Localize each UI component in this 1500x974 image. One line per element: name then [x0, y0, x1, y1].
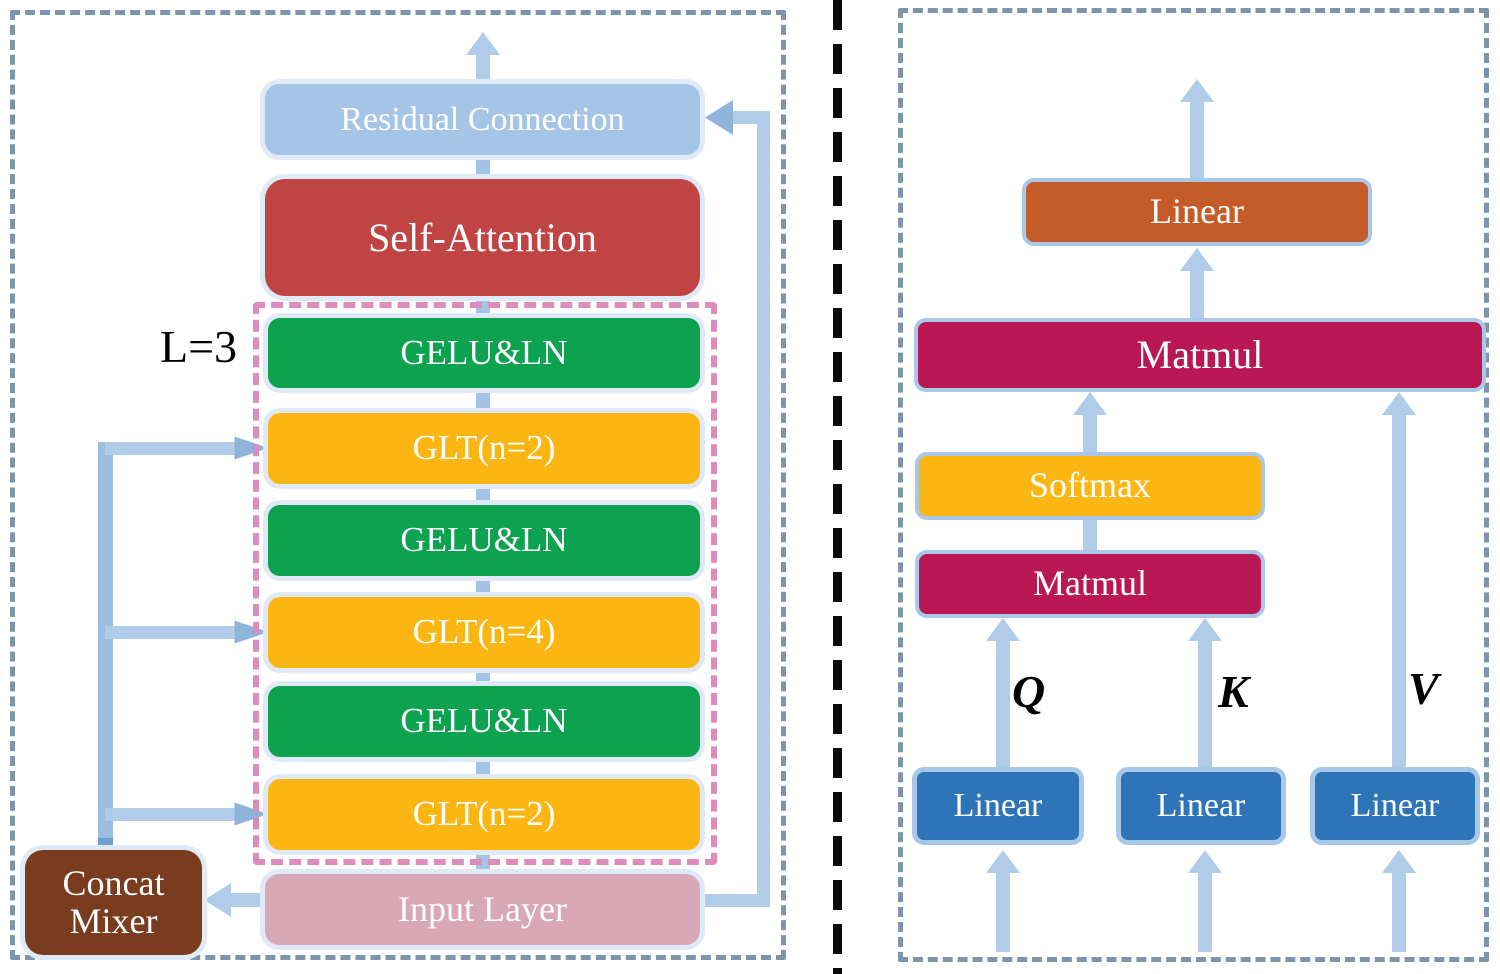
connector-stack-4: [476, 666, 490, 688]
glt-node-2: GLT(n=4): [268, 597, 700, 668]
k-arrow-shaft: [1198, 640, 1212, 768]
gelu-ln-node-1: GELU&LN: [268, 318, 700, 388]
branch-arrow-1-shaft: [105, 442, 243, 455]
glt-node-3: GLT(n=2): [268, 779, 700, 850]
glt-label-3: GLT(n=2): [412, 794, 556, 834]
panel-divider-dashed-line: [833, 0, 842, 974]
connector-residual-attention: [476, 155, 490, 179]
branch-arrow-2-shaft: [105, 626, 243, 639]
connector-stack-1: [476, 386, 490, 415]
softmax-label: Softmax: [1029, 465, 1151, 506]
self-attention-node: Self-Attention: [265, 179, 700, 296]
output-arrow-shaft: [1190, 100, 1204, 180]
glt-node-1: GLT(n=2): [268, 413, 700, 484]
k-label: K: [1218, 666, 1249, 717]
gelu-ln-label-1: GELU&LN: [400, 332, 568, 372]
v-linear-label: Linear: [1350, 787, 1440, 825]
softmax-to-matmul-shaft: [1083, 414, 1097, 454]
k-input-arrow-shaft: [1198, 872, 1212, 952]
residual-path-vertical-line: [757, 111, 770, 907]
residual-path-top-line: [731, 111, 770, 124]
residual-connection-label: Residual Connection: [340, 100, 625, 138]
q-linear-label: Linear: [953, 787, 1043, 825]
top-arrow-shaft-left: [476, 50, 490, 84]
glt-label-2: GLT(n=4): [412, 612, 556, 652]
input-layer-label: Input Layer: [398, 888, 567, 929]
qk-matmul-node: Matmul: [915, 550, 1265, 618]
v-label: V: [1408, 663, 1439, 714]
output-matmul-node: Matmul: [914, 318, 1486, 392]
residual-connection-node: Residual Connection: [265, 84, 700, 155]
connector-stack-2: [476, 482, 490, 507]
qkmatmul-to-softmax-connector: [1083, 516, 1097, 554]
q-arrow-shaft: [996, 640, 1010, 768]
glt-label-1: GLT(n=2): [412, 428, 556, 468]
loop-count-label: L=3: [160, 321, 238, 372]
q-input-arrow-shaft: [996, 872, 1010, 952]
input-layer-node: Input Layer: [265, 874, 700, 945]
gelu-ln-label-2: GELU&LN: [400, 520, 568, 560]
concat-mixer-label-line1: Concat: [62, 862, 165, 903]
self-attention-label: Self-Attention: [368, 214, 597, 260]
v-input-arrow-shaft: [1392, 872, 1406, 952]
gelu-ln-node-2: GELU&LN: [268, 505, 700, 576]
output-linear-node: Linear: [1022, 178, 1372, 246]
residual-path-bottom-line: [700, 894, 770, 907]
connector-stack-3: [476, 574, 490, 599]
loop-group-dashed-box: [253, 302, 717, 865]
input-to-concat-shaft: [228, 893, 268, 907]
connector-stack-5: [476, 755, 490, 781]
matmul-to-linear-shaft: [1190, 270, 1204, 320]
qk-matmul-label: Matmul: [1033, 563, 1147, 604]
q-linear-node: Linear: [912, 767, 1084, 845]
gelu-ln-label-3: GELU&LN: [400, 701, 568, 741]
v-arrow-shaft: [1392, 414, 1406, 768]
concat-trunk-line: [98, 442, 113, 850]
branch-arrow-3-shaft: [105, 808, 243, 821]
concat-mixer-label-line2: Mixer: [69, 900, 158, 941]
q-label: Q: [1012, 666, 1046, 717]
v-linear-node: Linear: [1310, 767, 1480, 845]
output-matmul-label: Matmul: [1136, 332, 1264, 377]
gelu-ln-node-3: GELU&LN: [268, 686, 700, 757]
k-linear-node: Linear: [1116, 767, 1286, 845]
softmax-node: Softmax: [915, 452, 1265, 520]
concat-mixer-node: Concat Mixer: [25, 850, 202, 955]
k-linear-label: Linear: [1156, 787, 1246, 825]
output-linear-label: Linear: [1150, 191, 1244, 232]
